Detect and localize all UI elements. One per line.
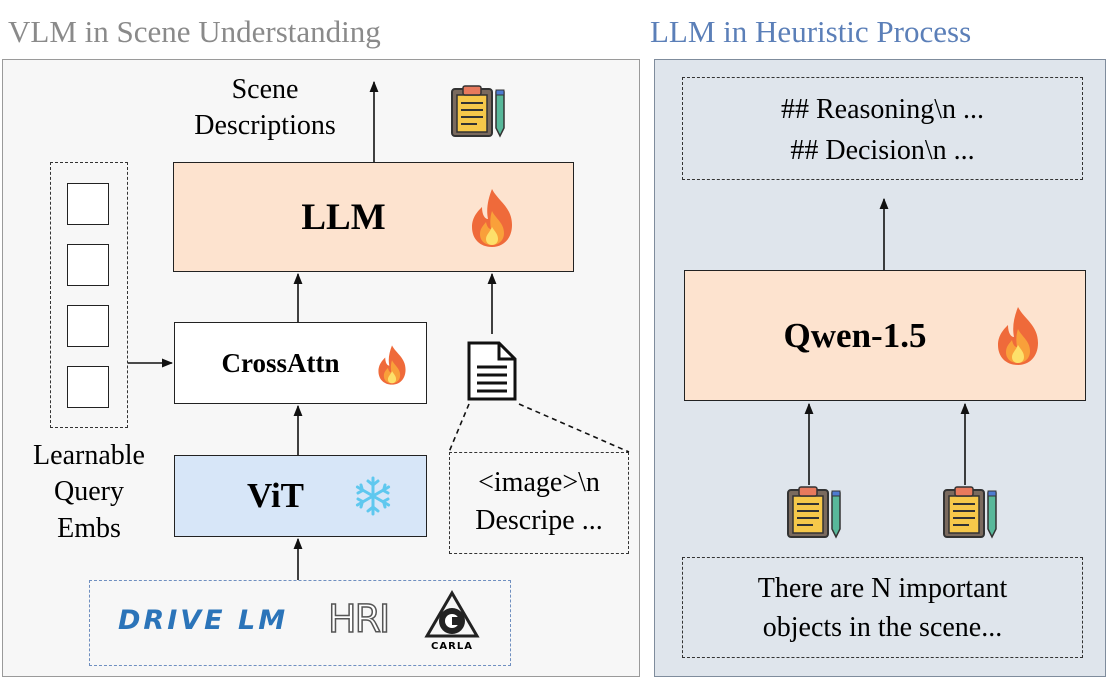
- output-line-reasoning: ## Reasoning\n ...: [781, 94, 984, 125]
- input-box: [682, 557, 1083, 658]
- dataset-logos-box: [89, 580, 511, 666]
- fire-icon: [472, 189, 512, 247]
- learnable-query-group: [50, 162, 128, 428]
- output-text: ## Reasoning\n ... ## Decision\n ...: [682, 90, 1083, 171]
- crossattn-label: CrossAttn: [221, 347, 340, 378]
- learnable-query-label: Learnable Query Embs: [14, 438, 164, 547]
- query-embedding-box: [67, 366, 109, 408]
- scene-descriptions-label: Scene Descriptions: [180, 72, 350, 145]
- vit-label: ViT: [246, 476, 305, 515]
- input-line-2: objects in the scene...: [762, 612, 1003, 644]
- fire-icon: [378, 345, 406, 385]
- llm-label: LLM: [301, 196, 386, 238]
- crossattn-box: CrossAttn: [174, 322, 427, 404]
- hri-logo: HRI: [327, 596, 391, 642]
- left-panel-title: VLM in Scene Understanding: [8, 14, 381, 49]
- query-embedding-box: [67, 183, 109, 225]
- learnable-query-line-3: Embs: [57, 512, 121, 544]
- learnable-query-line-1: Learnable: [33, 440, 145, 471]
- prompt-line-2: Descripe ...: [475, 504, 603, 536]
- clipboard-icon: [943, 486, 997, 539]
- query-embedding-box: [67, 244, 109, 286]
- query-embedding-box: [67, 305, 109, 347]
- scene-descriptions-line-1: Scene: [231, 74, 299, 105]
- clipboard-icon: [787, 486, 841, 539]
- clipboard-icon: [451, 85, 505, 138]
- drivelm-logo: DRIVE LM: [118, 605, 289, 636]
- carla-logo: [424, 590, 480, 638]
- prompt-box: [449, 452, 629, 554]
- prompt-text: <image>\n Descripe ...: [449, 464, 629, 540]
- output-line-decision: ## Decision\n ...: [790, 134, 975, 166]
- learnable-query-line-2: Query: [54, 476, 124, 508]
- prompt-line-1: <image>\n: [478, 467, 600, 498]
- carla-logo-text: CARLA: [431, 641, 473, 652]
- right-panel-title: LLM in Heuristic Process: [650, 14, 972, 49]
- snowflake-icon: [355, 476, 391, 516]
- document-icon: [467, 341, 517, 401]
- document-callout-lines: [448, 403, 630, 453]
- input-text: There are N important objects in the sce…: [682, 569, 1083, 647]
- qwen-label: Qwen-1.5: [783, 315, 927, 355]
- input-line-1: There are N important: [757, 573, 1008, 604]
- vit-box: ViT: [174, 455, 427, 537]
- fire-icon: [998, 307, 1038, 365]
- scene-descriptions-line-2: Descriptions: [194, 110, 336, 142]
- output-box: [682, 77, 1083, 180]
